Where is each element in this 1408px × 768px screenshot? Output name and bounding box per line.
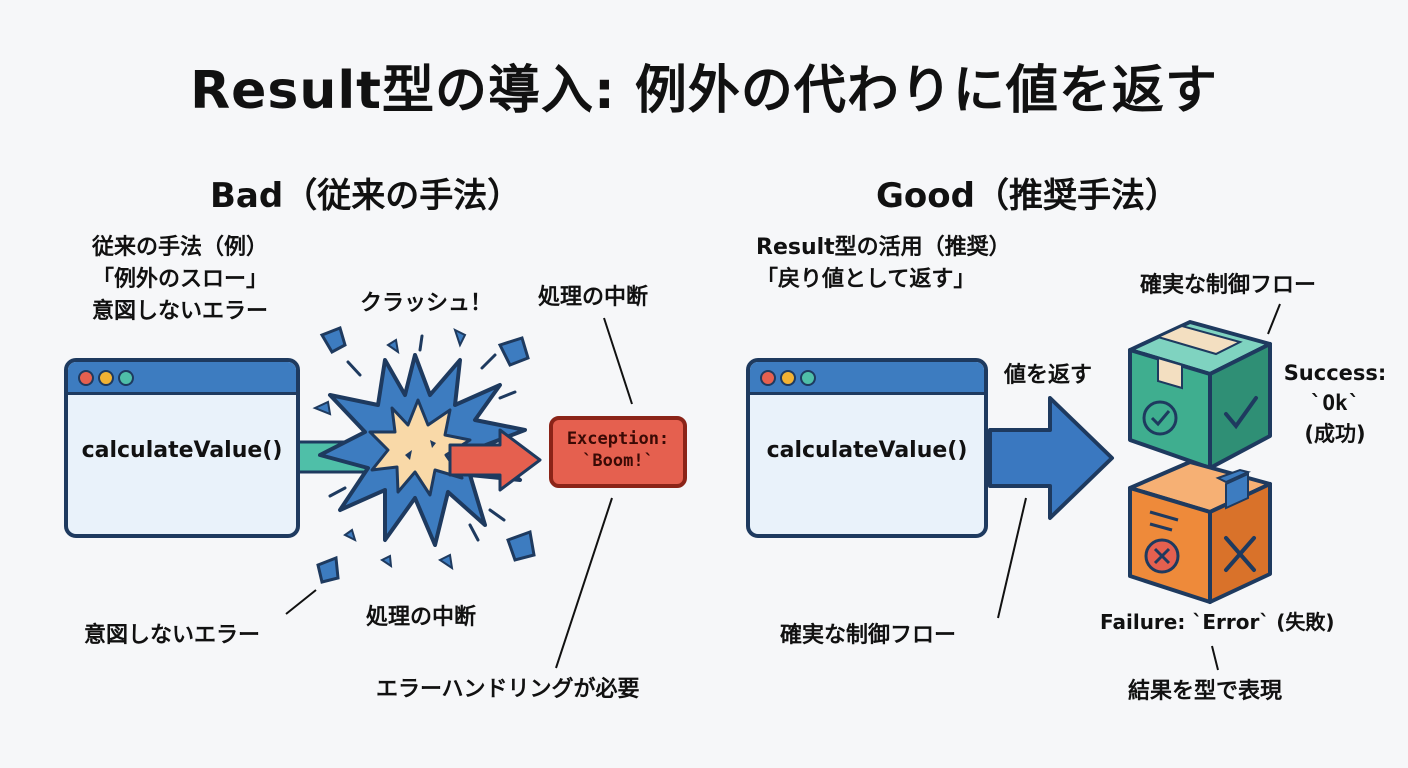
exception-arrow (448, 428, 542, 492)
window-dot-green (800, 370, 816, 386)
window-dot-green (118, 370, 134, 386)
good-caption: Result型の活用（推奨） 「戻り値として返す」 (756, 232, 1011, 296)
window-dot-red (78, 370, 94, 386)
good-heading: Good（推奨手法） (876, 176, 1179, 216)
success-label: Success: `Ok` (成功) (1274, 358, 1396, 449)
good-code-window: calculateValue() (746, 358, 988, 538)
bad-caption: 従来の手法（例） 「例外のスロー」 意図しないエラー (60, 232, 300, 328)
unintended-error-label: 意図しないエラー (84, 623, 261, 648)
control-flow-label-bottom: 確実な制御フロー (780, 623, 957, 648)
interrupt-label-top: 処理の中断 (538, 285, 649, 310)
good-caption-line2: 「戻り値として返す」 (756, 266, 976, 292)
control-flow-label-top: 確実な制御フロー (1140, 273, 1317, 298)
window-title-bar (750, 362, 984, 395)
cross-box-icon (1128, 460, 1272, 604)
interrupt-label-bottom: 処理の中断 (366, 605, 477, 630)
function-name: calculateValue() (81, 438, 283, 463)
error-handling-label: エラーハンドリングが必要 (376, 677, 640, 702)
bad-pointer-lines (285, 317, 633, 669)
type-result-label: 結果を型で表現 (1128, 679, 1283, 704)
exception-line1: Exception: (566, 429, 670, 449)
success-line1: Success: (1283, 361, 1387, 385)
crash-label: クラッシュ！ (360, 291, 493, 316)
good-caption-line1: Result型の活用（推奨） (756, 235, 1011, 260)
return-value-label: 値を返す (1004, 363, 1093, 388)
window-title-bar (68, 362, 296, 395)
bad-caption-line3: 意図しないエラー (91, 298, 268, 324)
window-dot-red (760, 370, 776, 386)
success-line3: (成功) (1304, 421, 1366, 446)
explosion-icon (312, 326, 536, 584)
bad-caption-line2: 「例外のスロー」 (91, 266, 268, 292)
bad-heading: Bad（従来の手法） (210, 176, 522, 216)
exception-line2: `Boom!` (582, 451, 654, 472)
bad-code-window: calculateValue() (64, 358, 300, 538)
exception-box: Exception: `Boom!` (549, 416, 687, 488)
return-arrow (988, 396, 1114, 520)
window-dot-yellow (780, 370, 796, 386)
good-pointer-lines (997, 303, 1281, 671)
check-box-icon (1128, 320, 1272, 470)
page-title: Result型の導入: 例外の代わりに値を返す (190, 61, 1218, 121)
function-name: calculateValue() (766, 438, 968, 463)
bad-caption-line1: 従来の手法（例） (91, 235, 268, 260)
failure-label: Failure: `Error` (失敗) (1100, 610, 1335, 634)
window-dot-yellow (98, 370, 114, 386)
success-line2: `Ok` (1309, 391, 1361, 416)
